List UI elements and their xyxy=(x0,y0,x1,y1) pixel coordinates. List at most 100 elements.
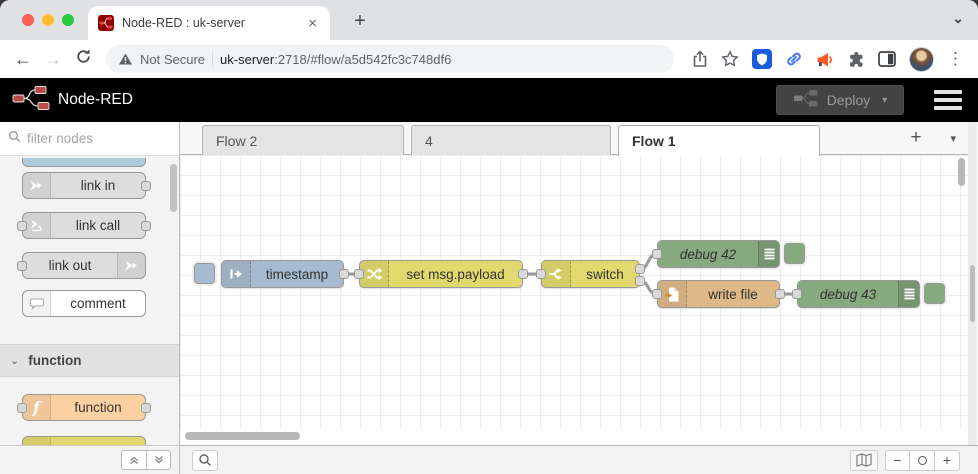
palette-node-partial-bottom[interactable] xyxy=(22,436,146,445)
double-chevron-up-icon xyxy=(130,456,138,464)
workspace: Flow 2 4 Flow 1 + ▾ xyxy=(180,122,968,445)
url-path: :2718/#flow/a5d542fc3c748df6 xyxy=(274,51,452,67)
address-bar[interactable]: Not Secure uk-server:2718/#flow/a5d542fc… xyxy=(106,45,674,73)
new-tab-button[interactable]: + xyxy=(354,10,366,32)
debug-toggle-button[interactable] xyxy=(924,283,945,304)
canvas-horizontal-scrollbar[interactable] xyxy=(185,432,300,440)
node-inject[interactable]: timestamp xyxy=(221,260,349,288)
zoom-in-button[interactable]: + xyxy=(935,449,960,471)
output-port[interactable] xyxy=(518,269,528,279)
palette-node-link-in[interactable]: link in xyxy=(22,172,151,199)
output-port xyxy=(141,181,151,191)
map-icon xyxy=(856,453,872,467)
palette-node-label: link out xyxy=(48,258,92,273)
zoom-reset-button[interactable] xyxy=(910,449,935,471)
zoom-out-button[interactable]: − xyxy=(885,449,910,471)
link-extension-icon[interactable] xyxy=(785,50,803,68)
browser-tab[interactable]: Node-RED : uk-server × xyxy=(88,6,330,40)
canvas-footer: − + xyxy=(180,445,978,474)
browser-menu-icon[interactable]: ⋮ xyxy=(947,49,964,68)
canvas-vertical-scrollbar[interactable] xyxy=(958,158,965,186)
main-menu-icon[interactable] xyxy=(934,89,962,111)
deploy-label: Deploy xyxy=(826,92,871,108)
tab-flow-4[interactable]: 4 xyxy=(411,125,611,155)
forward-button[interactable]: → xyxy=(44,48,62,69)
password-shield-icon[interactable] xyxy=(752,49,772,69)
palette-collapse-all-button[interactable] xyxy=(121,450,146,470)
zoom-controls: − + xyxy=(885,449,960,471)
footer: − + xyxy=(0,445,978,474)
side-panel-icon[interactable] xyxy=(878,51,896,67)
palette-scrollbar[interactable] xyxy=(170,164,177,212)
switch-icon xyxy=(542,261,571,287)
close-window-button[interactable] xyxy=(22,14,34,26)
security-label[interactable]: Not Secure xyxy=(140,51,206,67)
filter-nodes-input[interactable] xyxy=(27,131,157,146)
bookmark-star-icon[interactable] xyxy=(721,50,739,68)
palette-node-label: comment xyxy=(70,296,126,311)
palette-node-link-call[interactable]: link call xyxy=(17,212,151,239)
input-port[interactable] xyxy=(536,269,546,279)
address-divider xyxy=(212,51,214,67)
debug-toggle-button[interactable] xyxy=(784,243,805,264)
output-port[interactable] xyxy=(775,289,785,299)
page-scrollbar-thumb[interactable] xyxy=(970,265,975,322)
palette-node-label: function xyxy=(74,400,122,415)
palette-expand-all-button[interactable] xyxy=(146,450,171,470)
flow-list-caret-icon[interactable]: ▾ xyxy=(950,133,956,145)
change-icon xyxy=(360,261,389,287)
extensions-puzzle-icon[interactable] xyxy=(848,51,865,68)
palette-node-comment[interactable]: comment xyxy=(22,290,146,317)
palette-node-function[interactable]: f function xyxy=(17,394,151,421)
file-icon xyxy=(658,281,687,307)
tab-overflow-icon[interactable]: ⌄ xyxy=(952,10,964,26)
input-port xyxy=(17,261,27,271)
node-debug-43[interactable]: debug 43 xyxy=(792,280,920,308)
palette-node-link-out[interactable]: link out xyxy=(17,252,146,279)
double-chevron-down-icon xyxy=(154,456,163,464)
reload-button[interactable] xyxy=(70,48,96,70)
output-port[interactable] xyxy=(339,269,349,279)
node-red-header: Node-RED Deploy ▾ xyxy=(0,78,978,122)
node-debug-42[interactable]: debug 42 xyxy=(652,240,780,268)
browser-toolbar: ← → Not Secure uk-server:2718/#flow/a5d5… xyxy=(0,40,978,78)
app-title: Node-RED xyxy=(58,91,133,108)
fullscreen-window-button[interactable] xyxy=(62,14,74,26)
output-port-1[interactable] xyxy=(635,264,645,274)
flow-canvas[interactable]: timestamp set msg.payload xyxy=(180,155,968,445)
minimize-window-button[interactable] xyxy=(42,14,54,26)
palette-sidebar: link in link call link out xyxy=(0,122,180,445)
megaphone-extension-icon[interactable] xyxy=(816,51,835,68)
input-port[interactable] xyxy=(652,289,662,299)
output-port-2[interactable] xyxy=(635,276,645,286)
input-port[interactable] xyxy=(652,249,662,259)
tab-flow-1[interactable]: Flow 1 xyxy=(618,125,820,156)
share-icon[interactable] xyxy=(692,50,708,68)
tab-flow-2[interactable]: Flow 2 xyxy=(202,125,404,155)
debug-list-icon xyxy=(758,241,779,267)
deploy-caret-icon[interactable]: ▾ xyxy=(882,94,888,106)
profile-avatar[interactable] xyxy=(909,46,934,72)
zoom-reset-icon xyxy=(917,455,927,465)
palette-search[interactable] xyxy=(0,122,179,156)
node-label: set msg.payload xyxy=(406,266,505,282)
inject-icon xyxy=(222,261,251,287)
add-flow-button[interactable]: + xyxy=(910,127,922,148)
navigator-button[interactable] xyxy=(850,449,878,471)
back-button[interactable]: ← xyxy=(14,48,32,69)
input-port[interactable] xyxy=(354,269,364,279)
node-switch[interactable]: switch xyxy=(536,260,645,288)
deploy-button[interactable]: Deploy ▾ xyxy=(776,85,904,115)
palette-node-partial-top[interactable] xyxy=(22,158,146,167)
palette-category-function[interactable]: ⌄ function xyxy=(0,344,179,377)
inject-button[interactable] xyxy=(194,263,215,284)
canvas-search-button[interactable] xyxy=(192,449,218,471)
node-write-file[interactable]: write file xyxy=(652,280,785,308)
input-port[interactable] xyxy=(792,289,802,299)
debug-list-icon xyxy=(898,281,919,307)
page-scrollbar[interactable] xyxy=(968,122,977,445)
node-change[interactable]: set msg.payload xyxy=(354,260,528,288)
tab-close-icon[interactable]: × xyxy=(308,14,317,32)
link-out-icon xyxy=(117,253,145,278)
